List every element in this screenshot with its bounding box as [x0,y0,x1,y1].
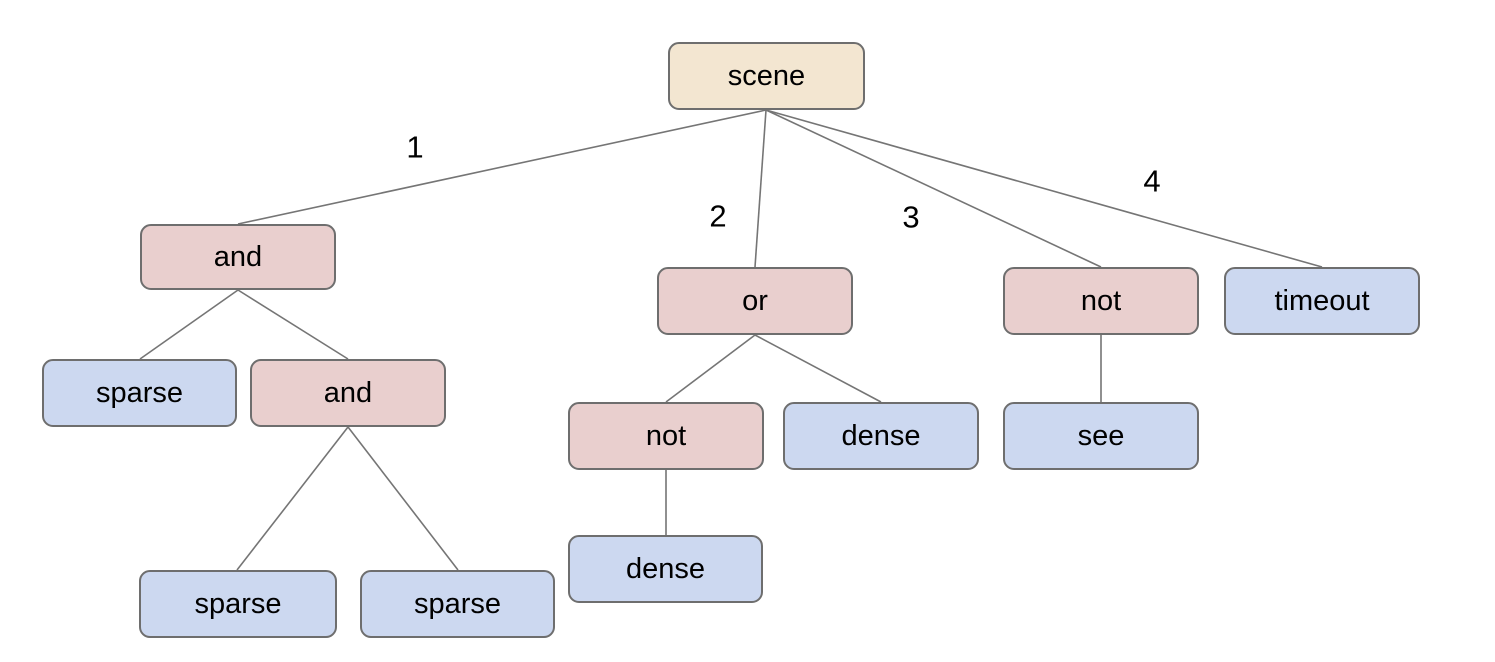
edge-and-sparse [139,289,239,360]
edge-and2-sparse3 [347,426,459,571]
tree-node-and-2: and [250,359,446,427]
tree-node-dense-1: dense [783,402,979,470]
tree-node-see: see [1003,402,1199,470]
tree-node-and-1: and [140,224,336,290]
edge-label-1: 1 [406,129,424,165]
tree-node-dense-2: dense [568,535,763,603]
edge-scene-or [754,109,767,268]
edge-label-2: 2 [709,198,727,234]
tree-node-sparse-2: sparse [139,570,337,638]
tree-node-timeout: timeout [1224,267,1420,335]
edge-or-not [665,334,756,403]
edge-and-and [237,289,349,360]
tree-node-not-2: not [568,402,764,470]
tree-node-sparse-1: sparse [42,359,237,427]
tree-node-or: or [657,267,853,335]
edge-label-3: 3 [902,199,920,235]
edge-or-dense [754,334,882,403]
tree-node-scene: scene [668,42,865,110]
tree-node-sparse-3: sparse [360,570,555,638]
edge-scene-and [237,109,767,225]
edge-scene-timeout [765,109,1323,268]
edge-label-4: 4 [1143,163,1161,199]
tree-node-not-1: not [1003,267,1199,335]
edge-and2-sparse2 [236,426,349,571]
edge-scene-not [765,109,1102,268]
